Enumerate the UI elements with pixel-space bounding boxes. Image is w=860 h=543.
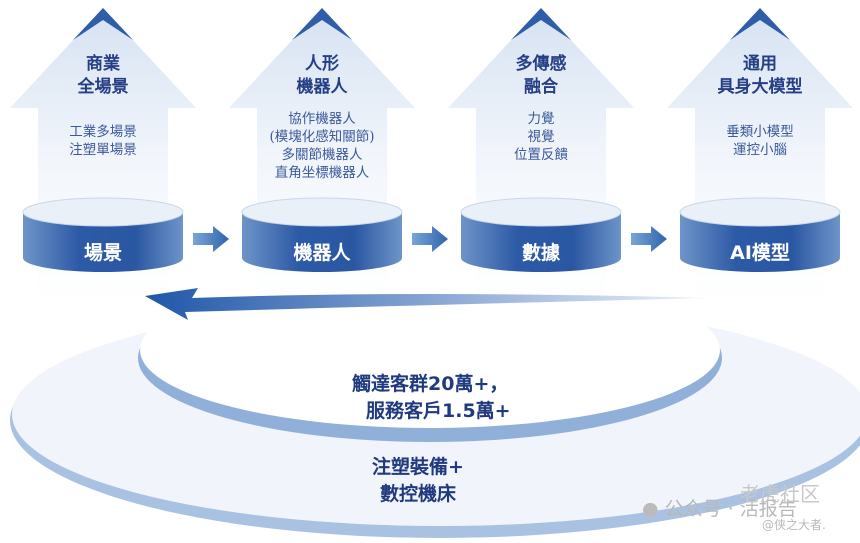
arrow-tip xyxy=(292,8,352,40)
arrow-tip xyxy=(730,8,790,40)
column-items: 垂類小模型運控小腦 xyxy=(665,123,855,159)
column-2-graphic xyxy=(229,8,448,300)
title-line: 商業 xyxy=(86,54,120,74)
inner-platform xyxy=(138,272,722,442)
column-item: 直角坐標機器人 xyxy=(274,165,370,181)
cylinder-top xyxy=(460,197,622,227)
column-item: 力覺 xyxy=(527,111,555,127)
cylinder-top xyxy=(22,197,184,227)
column-item: 工業多場景 xyxy=(69,124,137,140)
cylinder-top xyxy=(241,197,403,227)
flow-arrow-icon xyxy=(412,226,448,252)
column-item: 多關節機器人 xyxy=(281,147,363,163)
cylinder-band xyxy=(461,212,621,272)
title-line: 通用 xyxy=(743,54,777,74)
band-label: AI模型 xyxy=(730,242,790,264)
inner-line-2: 服務客戶1.5萬+ xyxy=(366,400,511,422)
column-item: 協作機器人 xyxy=(288,111,356,127)
column-4-graphic xyxy=(667,8,853,300)
flow-arrow-icon xyxy=(631,226,667,252)
band-label: 場景 xyxy=(83,242,122,264)
band-label: 數據 xyxy=(521,242,560,264)
band-label: 機器人 xyxy=(293,242,351,264)
inner-line-1: 觸達客群20萬+， xyxy=(352,373,509,395)
inner-platform-text: 觸達客群20萬+， 服務客戶1.5萬+ xyxy=(352,371,511,425)
wechat-icon: ● xyxy=(642,498,659,520)
outer-platform-text: 注塑裝備+ 數控機床 xyxy=(372,454,464,508)
watermark-author: @侠之大者. xyxy=(762,518,826,532)
cylinder-top xyxy=(679,197,841,227)
cylinder-band xyxy=(23,212,183,272)
watermark-wechat: ● 公众号 · 活报告 xyxy=(642,498,797,520)
column-title: 多傳感融合 xyxy=(451,53,631,99)
column-title: 人形機器人 xyxy=(232,53,412,99)
column-title: 商業全場景 xyxy=(13,53,193,99)
outer-line-1: 注塑裝備+ xyxy=(372,456,464,478)
column-items: 力覺視覺位置反饋 xyxy=(446,110,636,164)
outer-line-2: 數控機床 xyxy=(380,483,457,505)
cylinder-band xyxy=(242,212,402,272)
flow-arrow-icon xyxy=(193,226,229,252)
column-title: 通用具身大模型 xyxy=(670,53,850,99)
column-items: 協作機器人 (模塊化感知關節) 多關節機器人直角坐標機器人 xyxy=(227,110,417,182)
column-item: 運控小腦 xyxy=(733,142,787,158)
column-item: 垂類小模型 xyxy=(726,124,794,140)
column-1-graphic xyxy=(10,8,229,300)
title-line: 全場景 xyxy=(77,77,129,97)
title-line: 機器人 xyxy=(296,77,348,97)
column-items: 工業多場景注塑單場景 xyxy=(8,123,198,159)
cylinder-band xyxy=(680,212,840,272)
arrow-tip xyxy=(511,8,571,40)
column-item: 位置反饋 xyxy=(514,147,568,163)
title-line: 具身大模型 xyxy=(717,77,803,97)
title-line: 人形 xyxy=(305,54,339,74)
column-item: (模塊化感知關節) xyxy=(269,129,375,145)
arrow-tip xyxy=(73,8,133,40)
feedback-curved-arrow xyxy=(145,288,705,320)
watermark-community: 老虎社区 xyxy=(740,482,820,506)
column-item: 視覺 xyxy=(527,129,555,145)
title-line: 融合 xyxy=(524,77,558,97)
column-3-graphic xyxy=(448,8,667,300)
column-item: 注塑單場景 xyxy=(69,142,137,158)
title-line: 多傳感 xyxy=(515,54,567,74)
